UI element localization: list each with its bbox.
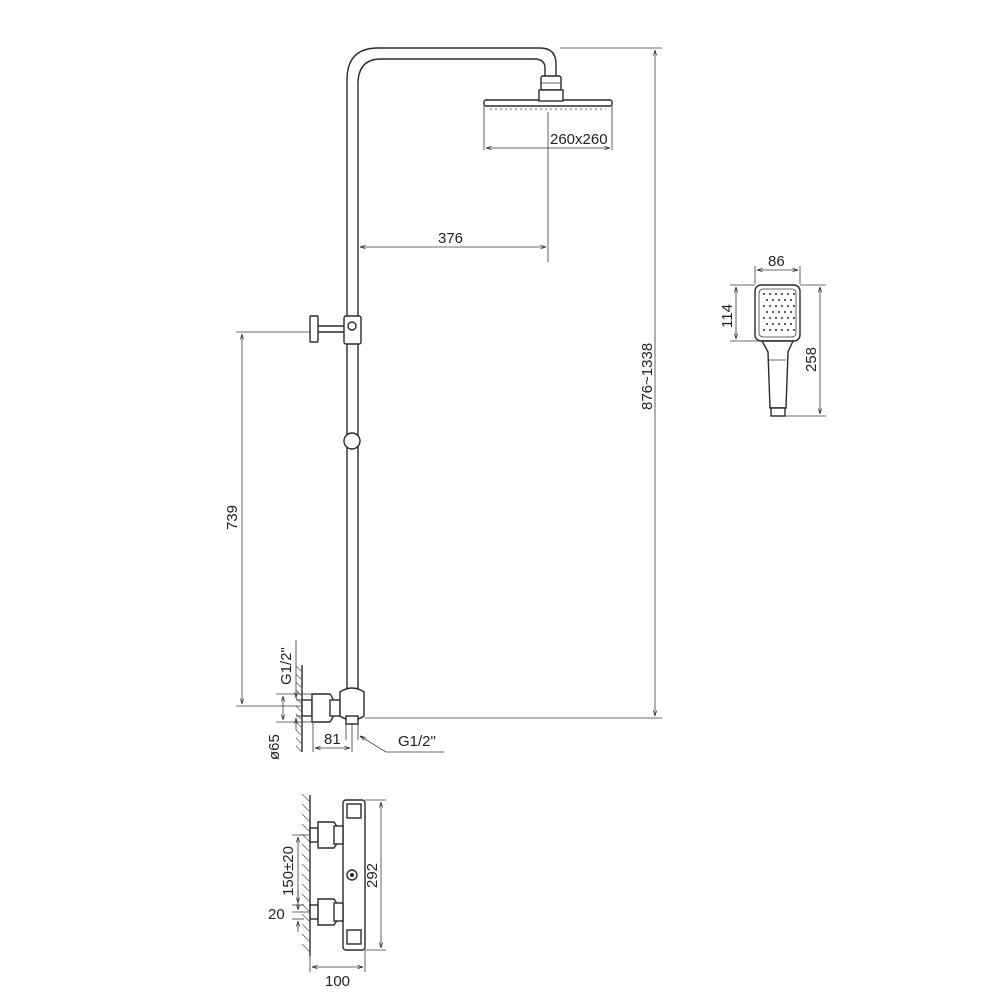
dim-hand-width-label: 86: [768, 253, 785, 270]
dim-hand-width: 86: [754, 253, 801, 284]
wall-section-top: [295, 665, 303, 753]
dim-flange-diameter-label: ø65: [266, 734, 283, 760]
dim-arm-reach-label: 376: [438, 230, 463, 247]
dim-holder-height: 739: [224, 331, 310, 707]
dim-mixer-height-label: 292: [364, 863, 381, 888]
dim-total-height: 876~1338: [365, 47, 662, 719]
dim-holder-height-label: 739: [224, 505, 241, 530]
dim-inlet-offset-label: 20: [268, 906, 285, 923]
dim-mixer-depth: 100: [309, 950, 366, 990]
dim-head-size-label: 260x260: [550, 131, 608, 148]
dim-hand-head-height-label: 114: [719, 304, 736, 328]
dim-hand-head-height: 114: [719, 284, 762, 342]
dim-inlet-spacing-label: 150±20: [280, 846, 297, 896]
dim-outlet-offset-label: 81: [324, 731, 341, 748]
dim-hand-length-label: 258: [803, 347, 820, 372]
dim-head-size: 260x260: [483, 106, 613, 150]
thermostatic-mixer-side: [301, 687, 365, 725]
pipe-joint: [343, 432, 361, 450]
dim-hand-length: 258: [786, 284, 826, 417]
dim-outlet-thread: G1/2": [345, 724, 444, 753]
dim-flange-diameter: ø65: [266, 693, 312, 760]
thermostatic-mixer-front: [309, 799, 366, 951]
dim-inlet-thread-label: G1/2": [278, 647, 295, 685]
dim-inlet-thread: G1/2": [278, 640, 304, 730]
wall-section-bottom: [301, 793, 311, 956]
shower-column: [346, 47, 562, 690]
hand-shower: [754, 284, 801, 417]
dim-inlet-offset: 20: [268, 890, 304, 932]
dim-arm-reach: 376: [360, 112, 549, 262]
dim-mixer-height: 292: [364, 799, 386, 951]
rain-shower-head: [483, 89, 613, 110]
hand-shower-holder: [309, 315, 362, 345]
dim-mixer-depth-label: 100: [325, 973, 350, 990]
dim-outlet-offset: 81: [312, 722, 353, 752]
spray-nozzles: [763, 293, 795, 331]
dim-outlet-thread-label: G1/2": [398, 733, 436, 750]
dim-inlet-spacing: 150±20: [280, 834, 310, 913]
dim-total-height-label: 876~1338: [639, 343, 656, 410]
